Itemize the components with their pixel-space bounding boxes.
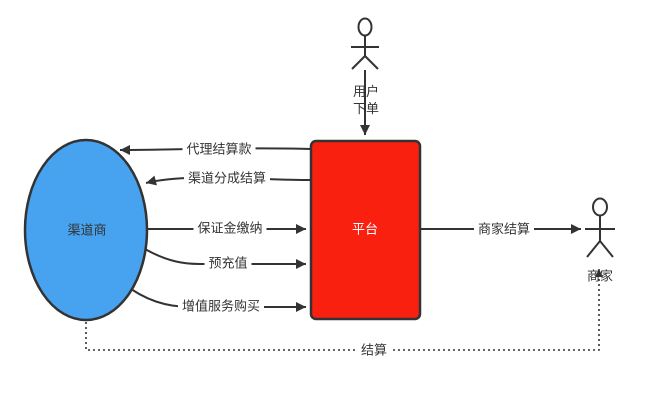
edge-label-channel-share-settlement: 渠道分成结算 [183, 170, 271, 188]
merchant-actor-label: 商家 [586, 269, 614, 285]
channel-node-label: 渠道商 [67, 223, 107, 239]
edge-label-agent-settlement: 代理结算款 [182, 141, 256, 159]
edge-settlement-dotted [85, 269, 603, 351]
channel-node[interactable] [23, 138, 149, 322]
edge-label-merchant-settlement: 商家结算 [473, 221, 535, 239]
edge-label-precharge: 预充值 [204, 255, 252, 273]
edge-label-value-added-purchase: 增值服务购买 [177, 298, 265, 316]
user-actor-icon[interactable] [351, 17, 379, 70]
platform-node-label: 平台 [351, 222, 379, 238]
merchant-actor-icon[interactable] [585, 197, 615, 258]
edge-precharge [144, 248, 306, 269]
user-actor-label: 用户 下单 [352, 85, 380, 117]
platform-node[interactable] [309, 139, 422, 321]
edge-label-settlement: 结算 [356, 342, 392, 360]
edge-label-deposit-payment: 保证金缴纳 [193, 220, 267, 238]
